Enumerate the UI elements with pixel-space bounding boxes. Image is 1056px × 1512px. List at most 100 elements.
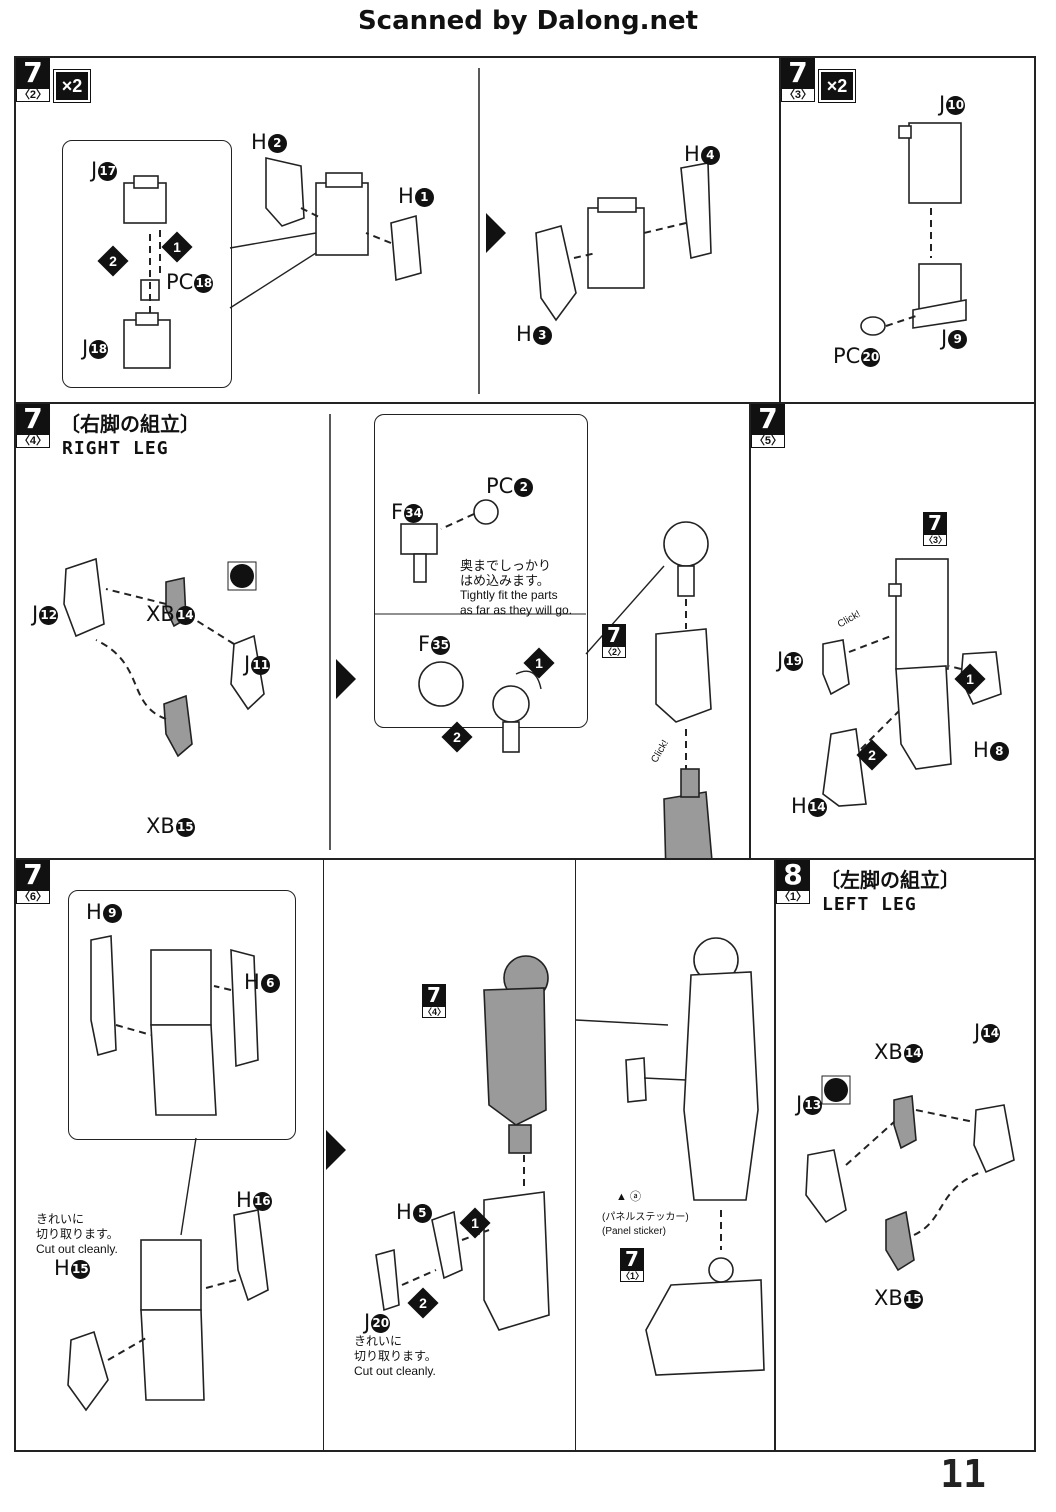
part-panel-sticker <box>625 1057 647 1103</box>
arrow <box>185 613 235 645</box>
cut-note-jp: きれいに 切り取ります。 <box>36 1212 119 1241</box>
title-en: LEFT LEG <box>822 894 917 915</box>
part-f35 <box>418 661 464 707</box>
step-number: 7 <box>16 404 50 434</box>
arrow <box>573 252 597 259</box>
step-marker-2: 2 <box>407 1287 439 1319</box>
scan-credit: Scanned by Dalong.net <box>357 6 699 36</box>
arrow <box>915 1109 975 1123</box>
part-h2 <box>265 156 305 227</box>
step-marker-1: 1 <box>954 663 986 695</box>
assembly-drawing <box>860 122 967 336</box>
title-jp: 〔右脚の組立〕 <box>60 414 200 436</box>
assembly-drawing <box>576 937 765 1376</box>
arrow <box>845 1121 895 1166</box>
arrow <box>848 635 892 653</box>
arrow <box>643 222 687 234</box>
assembly-drawing <box>67 935 269 1412</box>
part-xb15 <box>885 1210 915 1272</box>
assembly-drawing <box>63 414 713 858</box>
fit-note-jp: 奥までしっかり はめ込みます。 <box>460 558 552 588</box>
arrow <box>401 1269 437 1286</box>
step-badge: 8 〈1〉 <box>776 860 810 904</box>
part-lower-block <box>895 665 952 770</box>
part-joint <box>492 685 530 753</box>
step-marker-1: 1 <box>523 647 555 679</box>
step-number: 7 <box>16 58 50 88</box>
part-xb14 <box>893 1095 917 1150</box>
part-shin <box>483 1191 550 1331</box>
part-foot <box>645 1257 765 1376</box>
arrow <box>860 708 902 750</box>
part-j13 <box>805 1149 847 1224</box>
part-ball-joint <box>663 521 709 597</box>
part-upper-leg <box>655 628 712 723</box>
part-j17 <box>123 175 167 224</box>
part-h15 <box>67 1330 109 1412</box>
fit-note-en: Tightly fit the parts as far as they wil… <box>460 588 573 617</box>
step-marker-1: 1 <box>459 1207 491 1239</box>
part-h3 <box>535 225 577 322</box>
sticker-line <box>643 1077 687 1081</box>
part-h4 <box>680 162 712 259</box>
part-leg-body <box>150 949 217 1116</box>
part-upper-assembly <box>888 558 949 670</box>
step-marker-1: 1 <box>161 231 193 263</box>
cut-note-en: Cut out cleanly. <box>36 1242 118 1256</box>
part-pc2 <box>473 499 499 525</box>
ref-step-7-3: 7〈3〉 <box>923 511 948 546</box>
next-arrow <box>326 1130 346 1170</box>
part-center-assembly <box>315 172 369 256</box>
part-upper-leg-ref <box>483 955 549 1154</box>
part-full-leg <box>683 937 759 1201</box>
step-marker-2: 2 <box>97 245 129 277</box>
part-h14 <box>822 728 867 807</box>
ref-step-7-1: 7〈1〉 <box>620 1247 645 1282</box>
part-pc20 <box>860 316 886 336</box>
cut-note-en: Cut out cleanly. <box>354 1364 436 1378</box>
arrow <box>440 513 475 530</box>
step-number: 7 <box>751 404 785 434</box>
step-marker-2: 2 <box>441 721 473 753</box>
part-h1 <box>390 214 422 282</box>
part-h6 <box>230 948 259 1068</box>
panel-full-leg: 7〈1〉 ▲ ⓐa (パネルステッカー) (Panel sticker) <box>576 860 776 1450</box>
step-number: 7 <box>16 860 50 890</box>
arrow <box>205 1279 237 1289</box>
assembly-drawing <box>326 955 550 1331</box>
arrow <box>95 639 167 720</box>
step-marker-2: 2 <box>856 739 888 771</box>
detail-inset <box>374 414 588 728</box>
step-sub: 〈6〉 <box>16 890 50 904</box>
next-arrow <box>486 213 506 253</box>
step-number: 7 <box>781 58 815 88</box>
